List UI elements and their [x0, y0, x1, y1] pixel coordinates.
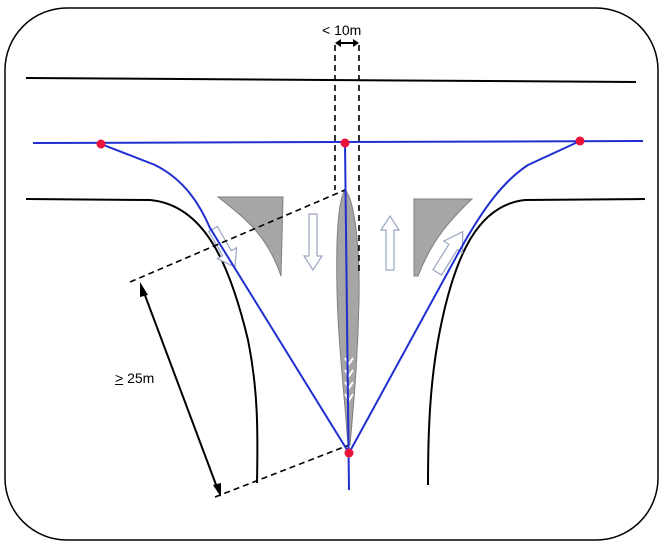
side-dimension-value: 25m: [123, 370, 155, 386]
top-dimension-label: < 10m: [322, 22, 362, 38]
node-center: [340, 138, 350, 148]
diagram-frame: [4, 7, 659, 541]
left-traffic-island: [216, 196, 284, 277]
side-dimension-arrowhead-top: [140, 282, 148, 297]
side-dimension-symbol: >: [115, 370, 124, 386]
left-road-edge-curve: [25, 198, 259, 484]
right-road-edge-curve: [427, 198, 646, 486]
road-centerlines: [32, 140, 644, 491]
node-right: [575, 136, 585, 146]
junction-nodes: [96, 136, 585, 458]
node-left: [96, 139, 106, 149]
right-traffic-island: [413, 198, 474, 277]
up-arrow-right-slip: [432, 230, 464, 276]
top-dimension-arrowhead-right: [353, 39, 359, 47]
top-dimension-arrowhead-left: [335, 39, 341, 47]
up-arrow-center: [379, 214, 401, 271]
side-dimension-arrowhead-bottom: [213, 483, 221, 497]
side-dimension-label: > 25m: [115, 370, 154, 386]
side-dimension-guides: [129, 189, 350, 498]
main-road-far-edge: [25, 77, 637, 83]
down-arrow-center: [302, 213, 324, 272]
side-dimension-arrow: [142, 289, 219, 491]
island-hatching: [344, 357, 354, 402]
node-apex: [344, 448, 354, 458]
top-dimension-guides: [334, 45, 360, 275]
